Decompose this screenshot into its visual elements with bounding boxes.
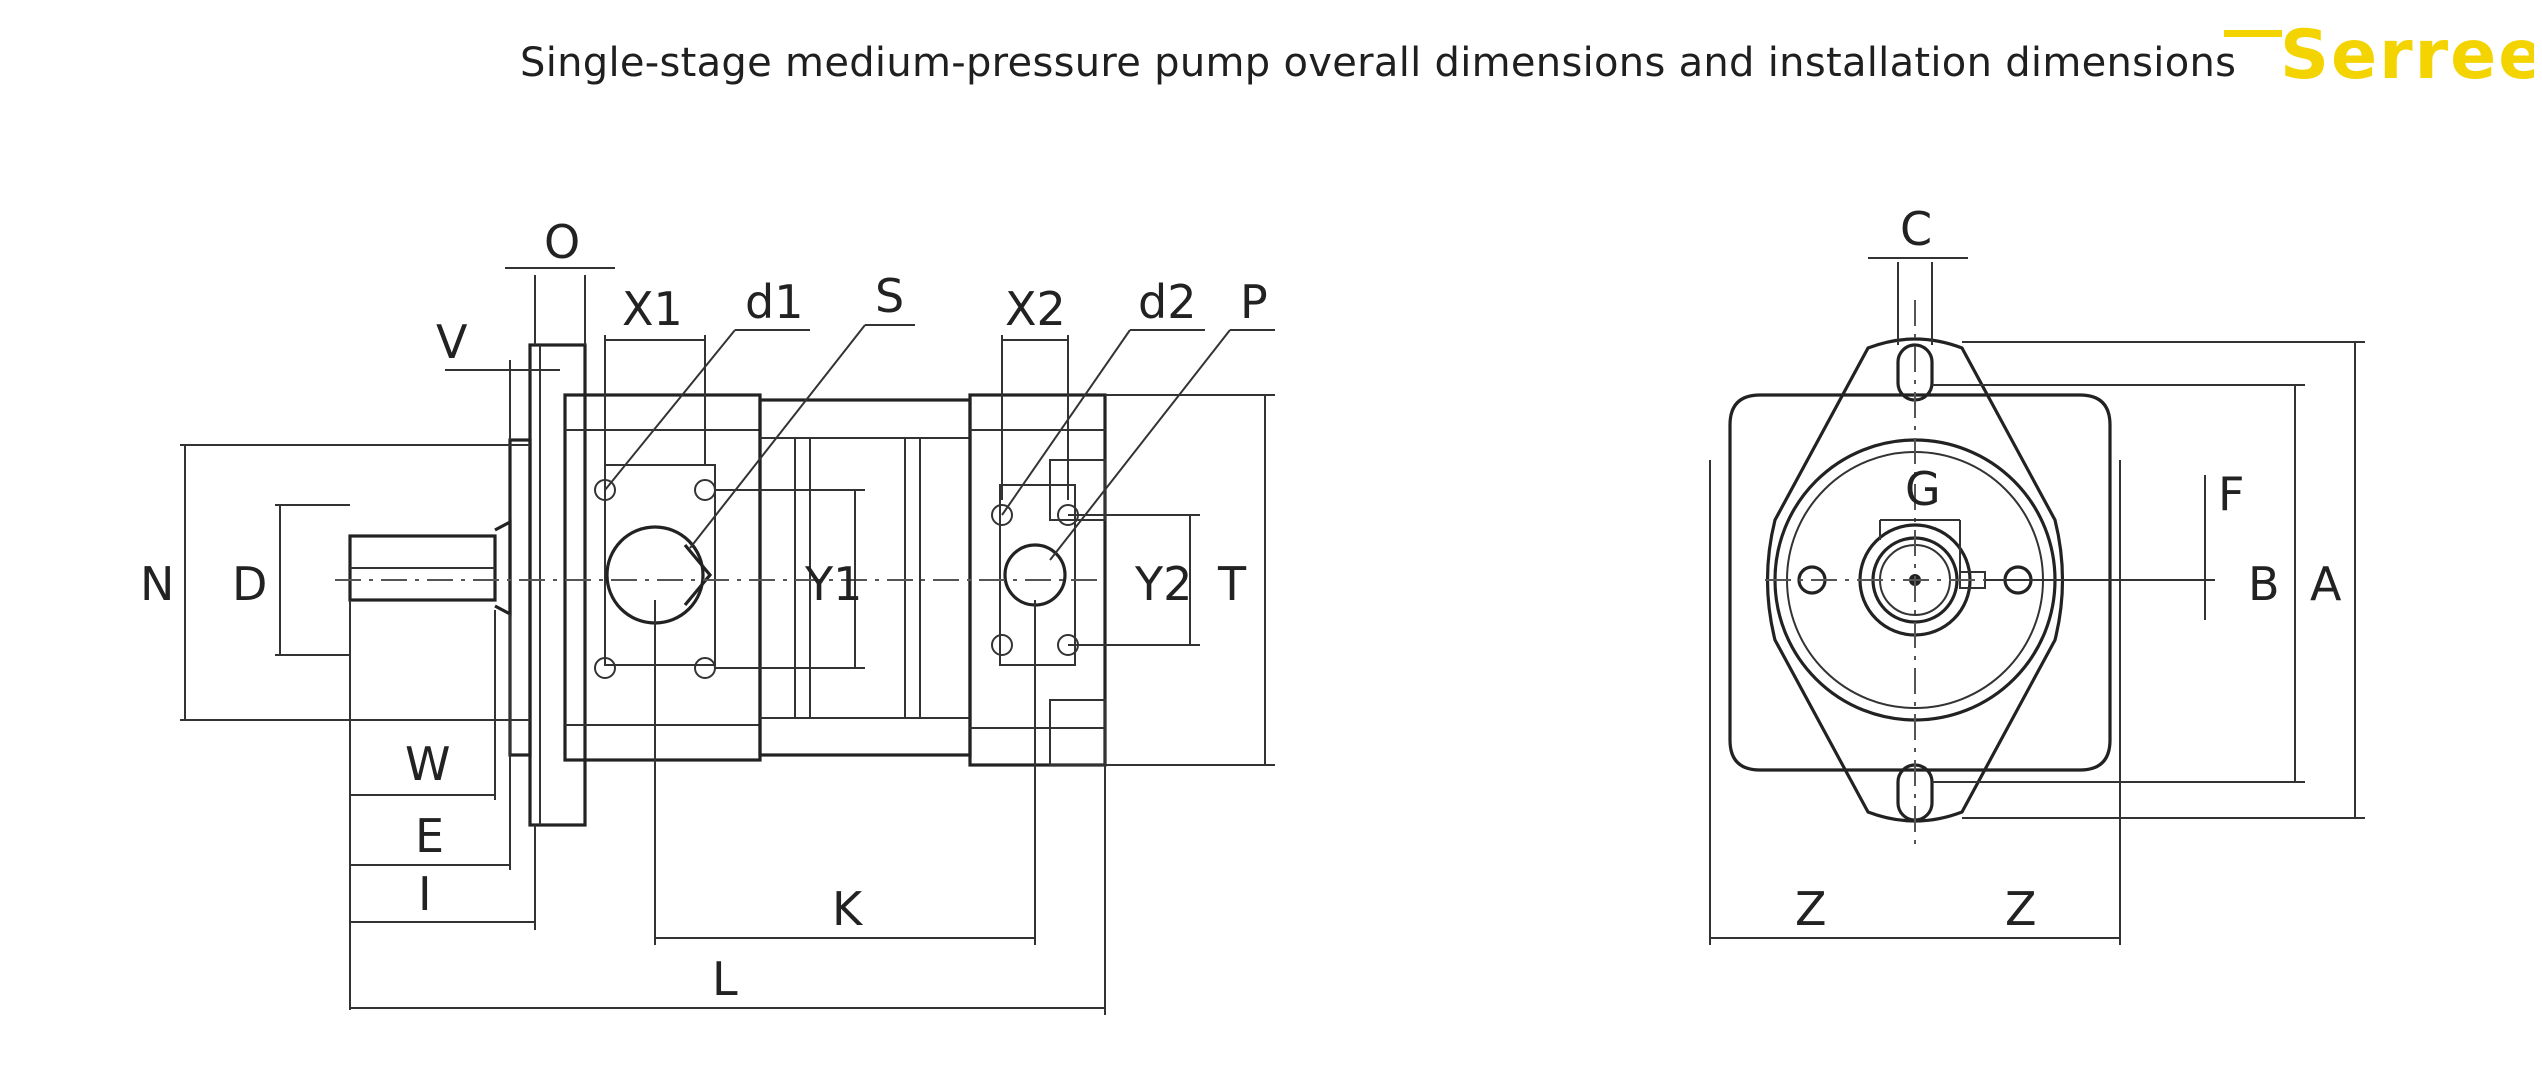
page-title: Single-stage medium-pressure pump overal… bbox=[520, 40, 2237, 86]
dim-label-S: S bbox=[875, 269, 904, 323]
dim-label-C: C bbox=[1900, 202, 1932, 256]
dim-label-T: T bbox=[1217, 557, 1247, 611]
side-view: O V X1 d1 S X2 d2 P N D Y1 Y2 T W E I K … bbox=[140, 215, 1275, 1015]
dim-label-Y1: Y1 bbox=[804, 557, 862, 611]
dim-label-I: I bbox=[418, 867, 432, 921]
dim-label-F: F bbox=[2218, 467, 2244, 521]
dim-label-Z-left: Z bbox=[1795, 882, 1827, 936]
dim-label-E: E bbox=[415, 809, 444, 863]
dim-label-W: W bbox=[405, 737, 450, 791]
dim-label-O: O bbox=[544, 215, 580, 269]
dim-label-G: G bbox=[1905, 462, 1941, 516]
dim-label-X1: X1 bbox=[622, 282, 683, 336]
dim-label-N: N bbox=[140, 557, 174, 611]
logo-text: Serreen bbox=[2280, 16, 2534, 90]
end-flange-outline bbox=[1765, 337, 2065, 823]
dim-label-A: A bbox=[2310, 557, 2342, 611]
dim-label-K: K bbox=[832, 882, 864, 936]
mounting-flange bbox=[508, 343, 587, 827]
end-dimensions bbox=[1709, 257, 2365, 945]
front-pump-body bbox=[563, 393, 762, 762]
end-view: C G F B A Z Z bbox=[1709, 202, 2365, 945]
logo-swoosh bbox=[2224, 30, 2282, 37]
rear-cover bbox=[968, 393, 1107, 767]
brand-logo: Serreen bbox=[2224, 10, 2542, 95]
dim-label-Z-right: Z bbox=[2005, 882, 2037, 936]
side-dimensions bbox=[180, 267, 1275, 1015]
dim-label-d2: d2 bbox=[1138, 275, 1196, 329]
middle-section bbox=[758, 398, 972, 757]
dim-label-B: B bbox=[2248, 557, 2280, 611]
dim-label-V: V bbox=[436, 315, 468, 369]
dim-label-X2: X2 bbox=[1005, 282, 1066, 336]
dim-label-L: L bbox=[712, 952, 738, 1006]
dim-label-P: P bbox=[1240, 275, 1268, 329]
end-body-outline bbox=[1728, 393, 2112, 772]
dim-label-Y2: Y2 bbox=[1134, 557, 1192, 611]
dim-label-D: D bbox=[232, 557, 267, 611]
dim-label-d1: d1 bbox=[745, 275, 803, 329]
shaft bbox=[348, 519, 512, 617]
